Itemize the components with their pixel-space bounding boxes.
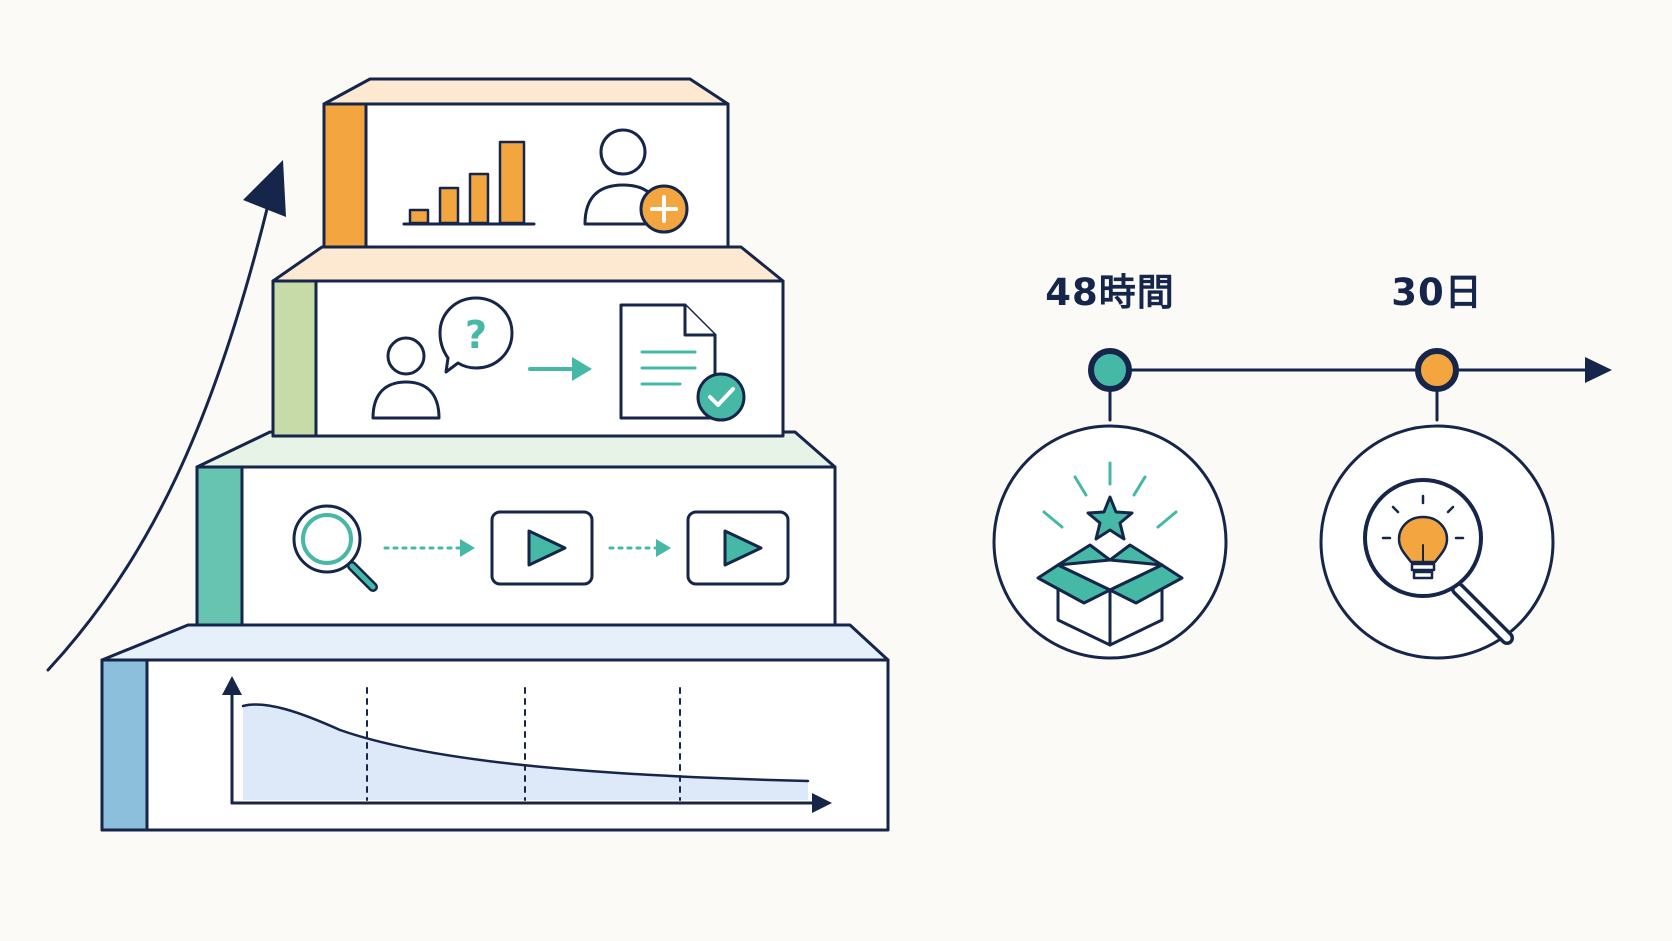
milestone-label-48h: 48時間 bbox=[1045, 271, 1175, 314]
user-question-icon: ? bbox=[371, 296, 514, 420]
add-user-icon bbox=[583, 128, 689, 234]
arrow-right-icon bbox=[528, 357, 592, 381]
timeline-dot-48h bbox=[1088, 348, 1132, 392]
timeline-dot-30d bbox=[1415, 348, 1459, 392]
dotted-arrow-icon bbox=[383, 539, 475, 557]
svg-text:?: ? bbox=[465, 313, 487, 357]
dotted-arrow-icon bbox=[608, 539, 671, 557]
play-video-icon bbox=[490, 510, 594, 586]
open-box-star-icon bbox=[1036, 461, 1184, 647]
stair-level-4 bbox=[100, 623, 890, 832]
stair-level-2: ? bbox=[271, 245, 785, 438]
bar-chart-icon bbox=[402, 140, 536, 226]
growth-arrow-icon bbox=[46, 160, 286, 672]
stair-level-3 bbox=[195, 430, 837, 627]
play-video-icon bbox=[686, 510, 790, 586]
timeline bbox=[992, 348, 1612, 660]
decay-curve-chart-icon bbox=[222, 676, 832, 813]
stair-level-1 bbox=[322, 77, 730, 249]
lightbulb-magnifier-icon bbox=[1363, 478, 1514, 645]
magnifier-icon bbox=[292, 504, 378, 592]
milestone-circle-48h bbox=[992, 424, 1228, 660]
milestone-label-30d: 30日 bbox=[1391, 271, 1483, 314]
approved-document-icon bbox=[619, 303, 746, 422]
